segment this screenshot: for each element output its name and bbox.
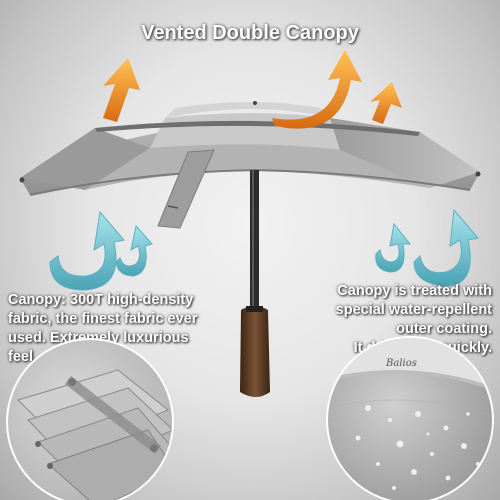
- fabric-caption: Canopy: 300T high-density fabric, the fi…: [8, 292, 198, 365]
- canopy-panel: [20, 128, 150, 190]
- vent-gap: [95, 120, 420, 136]
- umbrella-shaft: [250, 170, 259, 310]
- coating-caption: Canopy is treated with special water-rep…: [335, 283, 492, 356]
- canopy-strap: [157, 149, 215, 229]
- hot-air-arrow-icon: [370, 82, 402, 124]
- cool-air-arrow-icon: [413, 208, 479, 287]
- cool-air-arrow-icon: [115, 224, 153, 277]
- brand-mark: Balios: [386, 358, 417, 369]
- canopy-panel: [330, 118, 480, 188]
- water-repellent-closeup: Balios: [326, 336, 494, 500]
- canopy-panel: [85, 144, 430, 190]
- upper-canopy: [165, 102, 330, 118]
- hot-air-arrow-icon: [272, 50, 362, 129]
- hot-air-arrow-icon: [103, 58, 140, 122]
- wooden-handle: [240, 306, 270, 397]
- headline: Vented Double Canopy: [141, 22, 359, 44]
- cool-air-arrow-icon: [49, 210, 125, 291]
- folded-fabric-closeup: [6, 338, 174, 500]
- cool-air-arrow-icon: [375, 222, 412, 273]
